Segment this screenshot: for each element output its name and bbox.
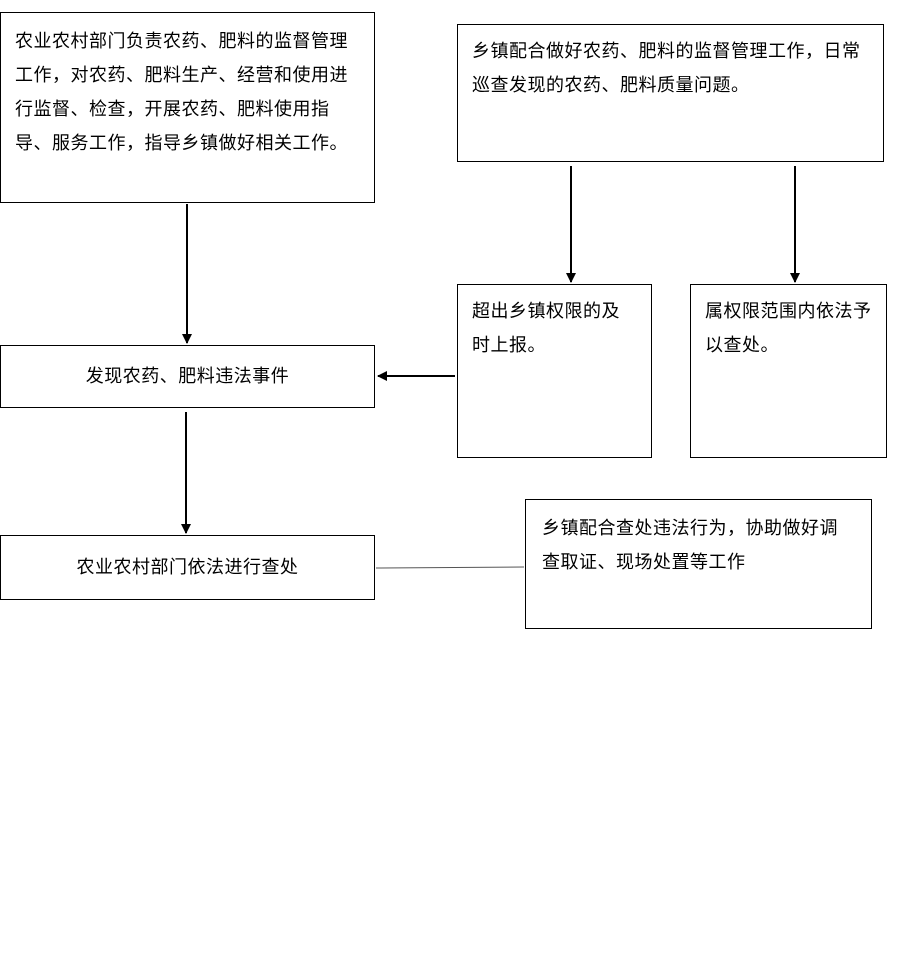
beyond-authority-report-box: 超出乡镇权限的及时上报。 bbox=[457, 284, 652, 458]
investigate-text: 农业农村部门依法进行查处 bbox=[76, 556, 299, 578]
beyond-authority-report-text: 超出乡镇权限的及时上报。 bbox=[472, 301, 620, 356]
county-agriculture-dept-text: 农业农村部门负责农药、肥料的监督管理工作，对农药、肥料生产、经营和使用进行监督、… bbox=[15, 31, 348, 154]
township-supervision-box: 乡镇配合做好农药、肥料的监督管理工作，日常巡查发现的农药、肥料质量问题。 bbox=[457, 24, 884, 162]
violation-found-box: 发现农药、肥料违法事件 bbox=[0, 345, 375, 408]
within-authority-handle-box: 属权限范围内依法予以查处。 bbox=[690, 284, 887, 458]
violation-found-text: 发现农药、肥料违法事件 bbox=[85, 365, 290, 387]
county-agriculture-dept-box: 农业农村部门负责农药、肥料的监督管理工作，对农药、肥料生产、经营和使用进行监督、… bbox=[0, 12, 375, 203]
township-supervision-text: 乡镇配合做好农药、肥料的监督管理工作，日常巡查发现的农药、肥料质量问题。 bbox=[472, 41, 861, 96]
township-assist-box: 乡镇配合查处违法行为，协助做好调查取证、现场处置等工作 bbox=[525, 499, 872, 629]
township-assist-text: 乡镇配合查处违法行为，协助做好调查取证、现场处置等工作 bbox=[542, 518, 838, 573]
line-investigate-to-assist bbox=[375, 566, 525, 569]
within-authority-handle-text: 属权限范围内依法予以查处。 bbox=[705, 301, 872, 356]
investigate-box: 农业农村部门依法进行查处 bbox=[0, 535, 375, 600]
